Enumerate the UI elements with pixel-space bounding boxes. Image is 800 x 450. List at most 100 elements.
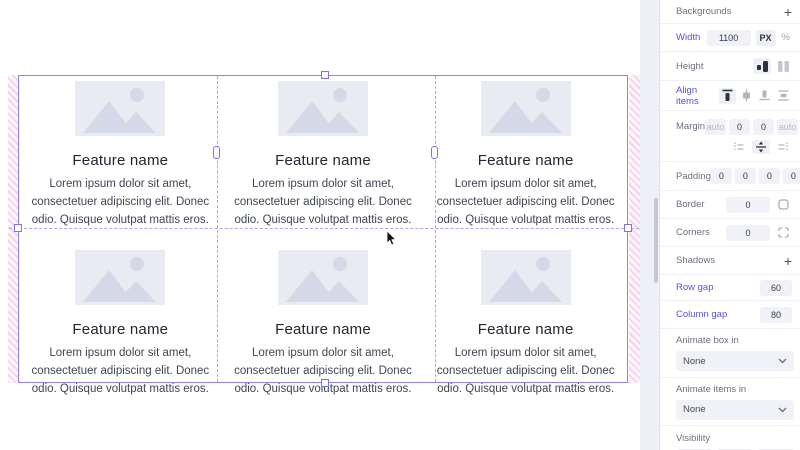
visibility-label: Visibility xyxy=(676,433,711,444)
align-items-row: Align items xyxy=(660,81,800,111)
resize-handle-left[interactable] xyxy=(14,224,22,232)
backgrounds-label: Backgrounds xyxy=(676,6,732,17)
animate-items-value: None xyxy=(683,404,706,415)
padding-label: Padding xyxy=(676,170,711,182)
margin-row: Margin auto 0 0 auto xyxy=(660,111,800,162)
margin-left-input[interactable]: auto xyxy=(705,118,727,135)
animate-box-select[interactable]: None xyxy=(676,351,794,371)
image-placeholder[interactable] xyxy=(75,81,166,136)
add-shadow-button[interactable]: + xyxy=(783,252,792,269)
feature-grid: Feature name Lorem ipsum dolor sit amet,… xyxy=(19,76,627,395)
border-label: Border xyxy=(676,199,705,210)
animate-items-label: Animate items in xyxy=(676,383,747,395)
row-gap-input[interactable]: 60 xyxy=(760,279,792,296)
image-placeholder[interactable] xyxy=(277,81,368,136)
width-label: Width xyxy=(676,32,701,43)
corners-icon[interactable] xyxy=(774,225,792,241)
height-row: Height xyxy=(660,52,800,81)
feature-body: Lorem ipsum dolor sit amet, consectetuer… xyxy=(234,178,412,226)
design-canvas[interactable]: Feature name Lorem ipsum dolor sit amet,… xyxy=(0,0,640,450)
corners-row: Corners 0 xyxy=(660,219,800,247)
feature-card[interactable]: Feature name Lorem ipsum dolor sit amet,… xyxy=(19,228,222,395)
selected-grid-container[interactable]: Feature name Lorem ipsum dolor sit amet,… xyxy=(9,75,639,395)
resize-handle-bottom[interactable] xyxy=(321,379,329,387)
image-placeholder[interactable] xyxy=(480,81,571,136)
scrollbar-thumb[interactable] xyxy=(654,198,658,283)
feature-body: Lorem ipsum dolor sit amet, consectetuer… xyxy=(31,178,210,226)
animate-box-value: None xyxy=(683,355,706,367)
animate-items-row: Animate items in None xyxy=(660,378,800,426)
padding-top-input[interactable]: 0 xyxy=(734,168,756,184)
feature-card[interactable]: Feature name Lorem ipsum dolor sit amet,… xyxy=(19,76,222,228)
column-gap-handle[interactable] xyxy=(213,146,220,159)
distribute-right-icon[interactable] xyxy=(774,140,792,154)
feature-body: Lorem ipsum dolor sit amet, consectetuer… xyxy=(436,347,615,395)
border-style-icon[interactable] xyxy=(774,197,792,213)
shadows-row: Shadows + xyxy=(660,247,800,275)
chevron-down-icon xyxy=(778,358,787,364)
padding-right-input[interactable]: 0 xyxy=(782,168,800,184)
image-placeholder[interactable] xyxy=(277,250,368,305)
border-row: Border 0 xyxy=(660,191,800,219)
corners-label: Corners xyxy=(676,227,710,238)
align-stretch-icon[interactable] xyxy=(775,88,792,104)
column-gap-input[interactable]: 80 xyxy=(760,306,792,323)
feature-title: Feature name xyxy=(72,152,169,169)
feature-title: Feature name xyxy=(72,321,169,338)
unit-percent-button[interactable]: % xyxy=(781,32,790,43)
chevron-down-icon xyxy=(778,407,787,413)
padding-left-input[interactable]: 0 xyxy=(710,168,732,184)
feature-card[interactable]: Feature name Lorem ipsum dolor sit amet,… xyxy=(424,228,627,395)
add-background-button[interactable]: + xyxy=(783,3,792,20)
feature-card[interactable]: Feature name Lorem ipsum dolor sit amet,… xyxy=(222,228,425,395)
margin-hatch-right xyxy=(629,75,640,383)
padding-row: Padding 0 0 0 0 xyxy=(660,162,800,191)
column-gap-handle[interactable] xyxy=(431,146,438,159)
backgrounds-row: Backgrounds + xyxy=(660,0,800,24)
margin-label: Margin xyxy=(676,121,706,132)
visibility-row: Visibility xyxy=(660,426,800,450)
unit-px-button[interactable]: PX xyxy=(755,29,776,46)
resize-handle-right[interactable] xyxy=(624,224,632,232)
mouse-cursor xyxy=(386,231,398,247)
feature-title: Feature name xyxy=(275,321,371,338)
resize-handle-top[interactable] xyxy=(321,71,329,79)
align-baseline-icon[interactable] xyxy=(757,88,774,104)
column-gap-label: Column gap xyxy=(676,309,728,320)
feature-body: Lorem ipsum dolor sit amet, consectetuer… xyxy=(436,178,615,226)
feature-body: Lorem ipsum dolor sit amet, consectetuer… xyxy=(234,347,412,395)
feature-card[interactable]: Feature name Lorem ipsum dolor sit amet,… xyxy=(424,76,627,228)
margin-bottom-input[interactable]: 0 xyxy=(753,118,775,135)
height-fill-icon[interactable] xyxy=(774,58,792,74)
animate-items-select[interactable]: None xyxy=(676,399,794,420)
center-vertical-icon[interactable] xyxy=(752,139,770,154)
row-gap-label: Row gap xyxy=(676,282,714,293)
margin-right-input[interactable]: auto xyxy=(777,118,799,135)
border-width-input[interactable]: 0 xyxy=(726,196,770,213)
shadows-label: Shadows xyxy=(676,255,716,266)
feature-card[interactable]: Feature name Lorem ipsum dolor sit amet,… xyxy=(222,76,425,228)
corners-radius-input[interactable]: 0 xyxy=(726,224,770,241)
column-gap-guide xyxy=(435,76,436,382)
padding-bottom-input[interactable]: 0 xyxy=(758,168,780,184)
column-gap-guide xyxy=(217,76,218,382)
feature-body: Lorem ipsum dolor sit amet, consectetuer… xyxy=(31,347,210,395)
align-center-icon[interactable] xyxy=(738,88,755,104)
image-placeholder[interactable] xyxy=(75,250,166,305)
animate-box-label: Animate box in xyxy=(676,335,739,346)
row-gap-guide xyxy=(9,228,639,229)
align-items-label: Align items xyxy=(676,84,699,107)
distribute-left-icon[interactable] xyxy=(730,140,748,154)
margin-hatch-left xyxy=(8,75,18,383)
align-top-icon[interactable] xyxy=(719,87,736,104)
margin-top-input[interactable]: 0 xyxy=(729,118,751,135)
panel-gutter xyxy=(640,0,660,450)
width-row: Width 1100 PX % xyxy=(660,24,800,52)
image-placeholder[interactable] xyxy=(480,250,571,305)
height-label: Height xyxy=(676,60,704,72)
height-fit-icon[interactable] xyxy=(753,58,771,74)
width-input[interactable]: 1100 xyxy=(706,29,751,46)
feature-title: Feature name xyxy=(477,152,574,169)
feature-title: Feature name xyxy=(275,152,371,169)
